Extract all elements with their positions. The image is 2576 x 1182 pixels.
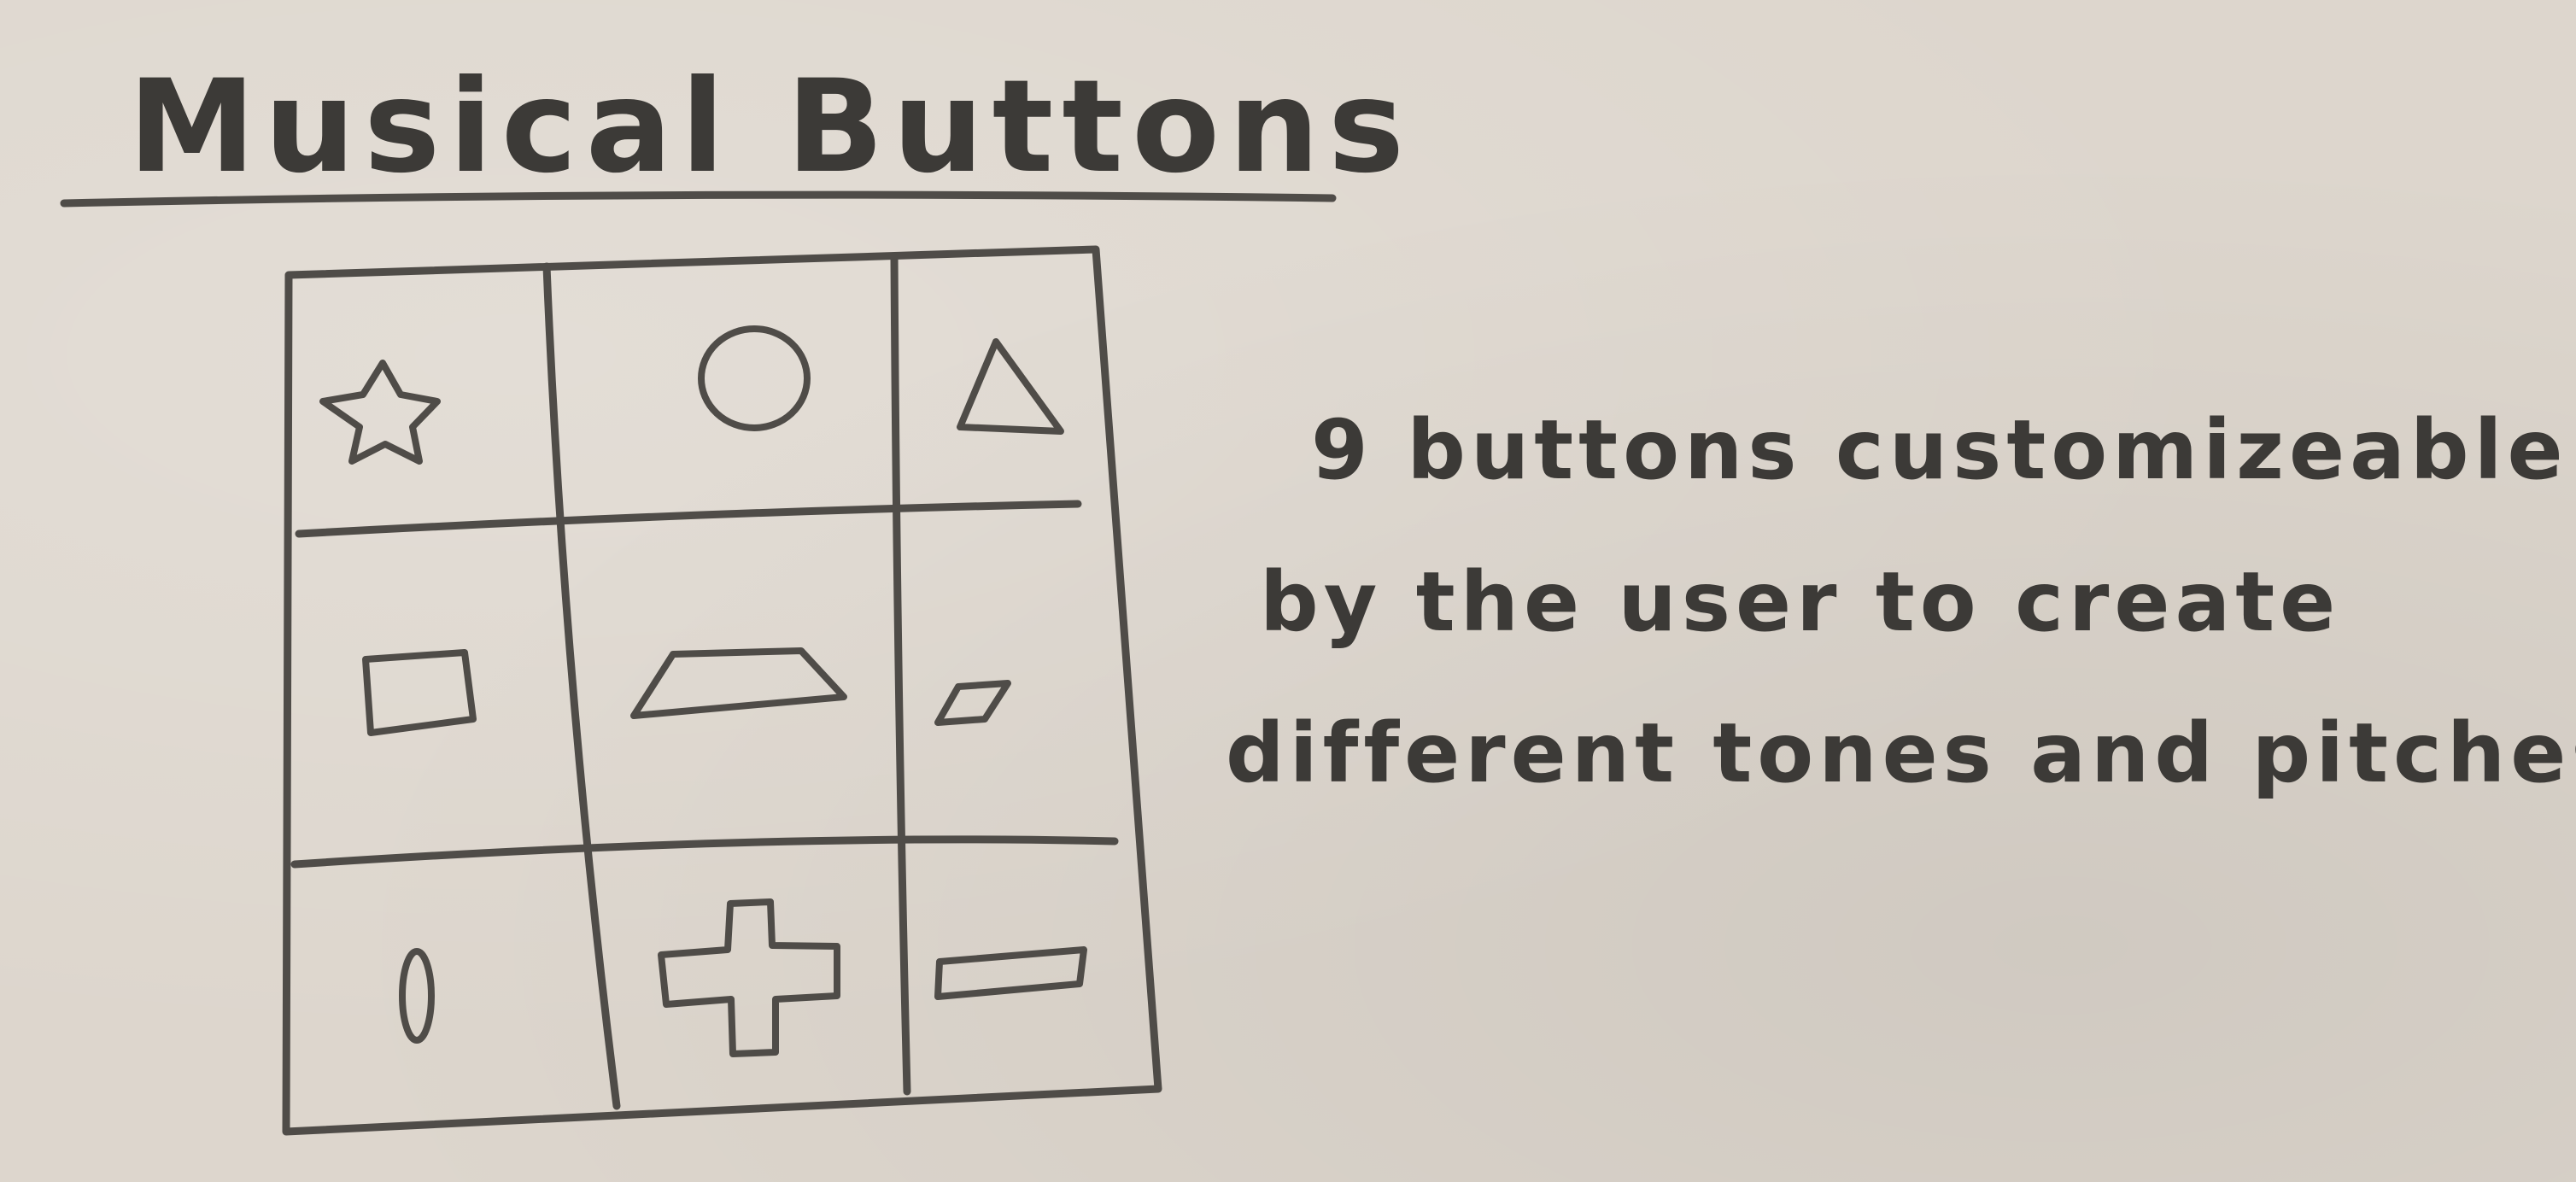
grid-divider-horizontal-1 <box>295 500 1082 538</box>
note-line-2: by the user to create <box>1260 554 2340 650</box>
parallelogram-icon <box>934 680 1011 726</box>
musical-button-2[interactable] <box>698 325 811 431</box>
grid-border <box>282 245 1162 1136</box>
square-icon <box>362 649 477 736</box>
note-line-3: different tones and pitches. <box>1226 705 2576 801</box>
title-underline <box>60 190 1337 208</box>
circle-icon <box>698 325 811 431</box>
musical-button-8[interactable] <box>658 898 840 1057</box>
note-line-1: 9 buttons customizeable <box>1311 402 2568 498</box>
musical-button-4[interactable] <box>362 649 477 736</box>
musical-button-1[interactable] <box>319 360 441 465</box>
grid-divider-vertical-1 <box>542 262 621 1110</box>
plus-icon <box>658 898 840 1057</box>
description-note: 9 buttons customizeable by the user to c… <box>1226 402 2576 801</box>
rectangle-icon <box>934 946 1087 1000</box>
musical-button-3[interactable] <box>957 338 1064 435</box>
musical-button-7[interactable] <box>399 948 435 1044</box>
musical-button-9[interactable] <box>934 946 1087 1000</box>
button-grid <box>282 245 1162 1136</box>
musical-button-5[interactable] <box>630 647 847 719</box>
musical-button-6[interactable] <box>934 680 1011 726</box>
trapezoid-icon <box>630 647 847 719</box>
star-icon <box>319 360 441 465</box>
oval-icon <box>399 948 435 1044</box>
grid-divider-vertical-2 <box>890 252 911 1096</box>
triangle-icon <box>957 338 1064 435</box>
page-title: Musical Buttons <box>128 53 1413 202</box>
grid-divider-horizontal-2 <box>290 835 1119 869</box>
